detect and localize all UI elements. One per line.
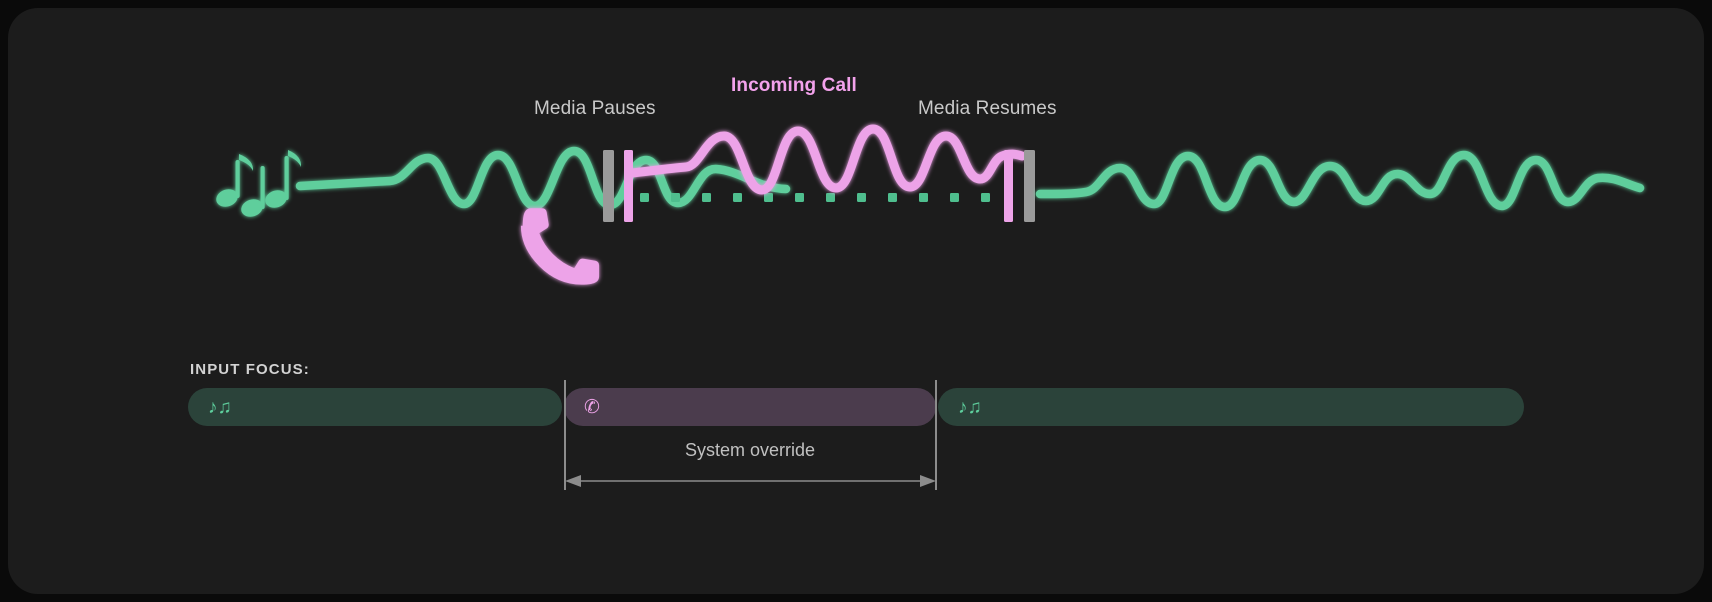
input-focus-title: INPUT FOCUS: xyxy=(190,361,310,378)
pause-marker-gray-bar xyxy=(603,150,614,222)
media-waveform-before xyxy=(295,146,791,211)
input-focus-section: INPUT FOCUS: ♪♫ ✆ ♪♫ System override xyxy=(8,338,1704,594)
focus-bar-media-left[interactable]: ♪♫ xyxy=(188,388,562,426)
phone-icon xyxy=(520,208,600,285)
diagram-canvas: Media Pauses Incoming Call Media Resumes xyxy=(8,8,1704,594)
pause-marker-accent-bar xyxy=(624,150,633,222)
call-waveform xyxy=(627,124,1027,195)
system-override-annotation xyxy=(564,380,937,490)
audio-timeline: Media Pauses Incoming Call Media Resumes xyxy=(8,8,1704,328)
label-media-pauses: Media Pauses xyxy=(534,98,656,119)
override-arrow-head-left xyxy=(565,475,581,487)
system-override-label: System override xyxy=(684,440,816,460)
resume-marker-accent-bar xyxy=(1004,150,1013,222)
music-notes-icon xyxy=(216,150,302,217)
phone-icon: ✆ xyxy=(584,396,600,418)
music-notes-icon: ♪♫ xyxy=(958,396,982,418)
focus-bar-call[interactable]: ✆ xyxy=(564,388,936,426)
muted-media-track xyxy=(640,193,990,202)
waveform-layer xyxy=(216,124,1645,285)
resume-marker-gray-bar xyxy=(1024,150,1035,222)
override-arrow-head-right xyxy=(920,475,936,487)
label-incoming-call: Incoming Call xyxy=(731,75,857,96)
label-media-resumes: Media Resumes xyxy=(918,98,1057,119)
focus-bar-media-right[interactable]: ♪♫ xyxy=(938,388,1524,426)
media-waveform-after xyxy=(1035,150,1645,212)
music-notes-icon: ♪♫ xyxy=(208,396,232,418)
